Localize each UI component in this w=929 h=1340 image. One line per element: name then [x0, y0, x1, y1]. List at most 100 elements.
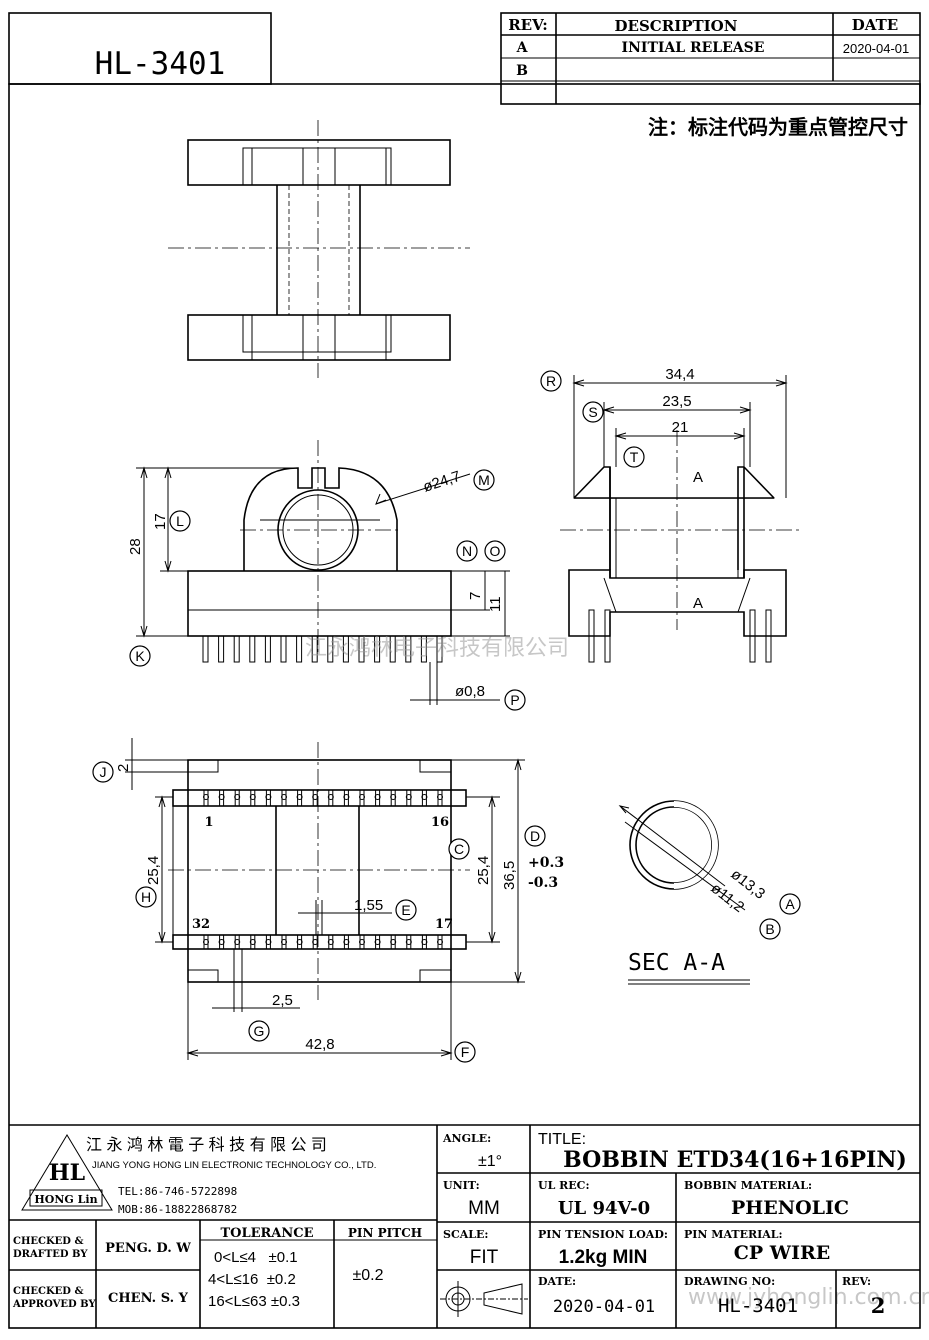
callout-e: E	[401, 902, 410, 918]
front-view-pins	[202, 635, 443, 663]
callout-h-circle	[135, 886, 157, 908]
pin-label-16: 16	[431, 815, 449, 830]
scale-label: SCALE:	[443, 1228, 488, 1241]
callout-f-circle	[454, 1041, 476, 1063]
callout-a-circle	[779, 893, 801, 915]
projection-symbol-icon	[440, 1281, 528, 1317]
callout-d-circle	[524, 825, 546, 847]
dim-t-value: 21	[672, 419, 689, 436]
approved-by: CHEN. S. Y	[108, 1291, 189, 1306]
description-header: DESCRIPTION	[615, 17, 738, 35]
section-marker-lower: A	[693, 595, 703, 612]
callout-t: T	[630, 449, 639, 465]
pin-slot	[390, 934, 396, 950]
front-pin	[280, 635, 287, 663]
section-a-a: ø13,3 ø11,2 SEC A-A	[618, 800, 768, 985]
callout-m: M	[478, 472, 490, 488]
dim-g-value: 2,5	[272, 992, 293, 1009]
pin-label-1: 1	[204, 815, 213, 830]
pin-slot	[250, 934, 256, 950]
pin-label-17: 17	[435, 917, 453, 932]
dim-d-value: 36,5	[501, 861, 518, 890]
callout-p: P	[510, 692, 519, 708]
pin-slot	[281, 934, 287, 950]
tolerance-row-3: 16<L≤63 ±0.3	[208, 1293, 300, 1310]
bottom-dimensions: 2 25,4 25,4 36,5 +0.3 -0.3 1,55 2,5 42,8	[115, 738, 564, 1060]
callout-g: G	[254, 1023, 265, 1039]
material-label: BOBBIN MATERIAL:	[684, 1179, 812, 1192]
pin-slot	[312, 789, 318, 807]
callout-l-circle	[169, 510, 191, 532]
pin-slot	[203, 789, 209, 807]
rev-a: A	[516, 40, 529, 56]
pin-slot	[281, 789, 287, 807]
front-pin	[436, 635, 443, 663]
approved-label-1: CHECKED &	[13, 1286, 83, 1297]
date-value: 2020-04-01	[553, 1297, 655, 1317]
pin-slot	[421, 934, 427, 950]
callout-p-circle	[504, 689, 526, 711]
pin-slot	[250, 789, 256, 807]
dim-c-value: 25,4	[475, 856, 492, 885]
approved-label-2: APPROVED BY	[12, 1299, 96, 1310]
rev-header: REV:	[508, 16, 548, 34]
sheet-border	[8, 83, 921, 1329]
front-view	[187, 440, 452, 655]
watermark-url: www.jyhonglin.com.cn	[688, 1285, 929, 1310]
front-pin	[327, 635, 334, 663]
front-pin	[374, 635, 381, 663]
tolerance-row-1: 0<L≤4 ±0.1	[214, 1249, 298, 1266]
pin-slot	[312, 934, 318, 950]
pin-pitch-value: ±0.2	[352, 1267, 383, 1284]
dim-r-value: 34,4	[665, 366, 694, 383]
bottom-view: 1 16 32 17	[168, 742, 470, 1000]
unit-label: UNIT:	[443, 1179, 480, 1192]
dim-l-value: 17	[152, 513, 169, 530]
company-name-cn: 江 永 鸿 林 電 子 科 技 有 限 公 司	[86, 1136, 327, 1154]
callout-f: F	[461, 1044, 470, 1060]
pin-slot	[297, 789, 303, 807]
dim-n-value: 7	[467, 592, 484, 600]
pin-label-32: 32	[192, 917, 210, 932]
side-view: A A	[560, 430, 800, 663]
watermark-company: 江永鸿林电子科技有限公司	[305, 636, 569, 661]
pin-slot	[437, 934, 443, 950]
callout-c: C	[454, 841, 464, 857]
callout-s: S	[588, 404, 597, 420]
callout-b: B	[765, 921, 774, 937]
pin-slot	[328, 789, 334, 807]
tension-label: PIN TENSION LOAD:	[538, 1228, 668, 1241]
callout-k-circle	[129, 645, 151, 667]
dim-d-tol-minus: -0.3	[528, 875, 558, 891]
scale-value: FIT	[470, 1247, 499, 1268]
pin-slot	[265, 934, 271, 950]
tension-value: 1.2kg MIN	[559, 1247, 648, 1268]
angle-label: ANGLE:	[442, 1132, 491, 1145]
pin-slot	[375, 934, 381, 950]
pin-slot	[390, 789, 396, 807]
front-pin	[358, 635, 365, 663]
tolerance-row-2: 4<L≤16 ±0.2	[208, 1271, 296, 1288]
drawing-number-box: HL-3401	[8, 12, 272, 85]
callout-e-circle	[395, 899, 417, 921]
callout-r: R	[546, 373, 556, 389]
callout-r-circle	[540, 370, 562, 392]
rev-a-description: INITIAL RELEASE	[622, 40, 765, 56]
control-note: 注：标注代码为重点管控尺寸	[648, 115, 908, 139]
company-name-en: JIANG YONG HONG LIN ELECTRONIC TECHNOLOG…	[92, 1160, 376, 1171]
callout-j: J	[100, 764, 107, 780]
section-marker-upper: A	[693, 469, 703, 486]
front-pin	[389, 635, 396, 663]
pin-slot	[406, 934, 412, 950]
dim-h-value: 25,4	[145, 856, 162, 885]
date-header: DATE	[852, 16, 898, 34]
dim-j-value: 2	[115, 764, 132, 772]
callout-h: H	[141, 889, 151, 905]
callout-n: N	[462, 543, 472, 559]
pin-slot	[421, 789, 427, 807]
callout-m-circle	[473, 469, 495, 491]
dim-d-tol-plus: +0.3	[528, 855, 564, 871]
rev-label: REV:	[842, 1275, 871, 1288]
